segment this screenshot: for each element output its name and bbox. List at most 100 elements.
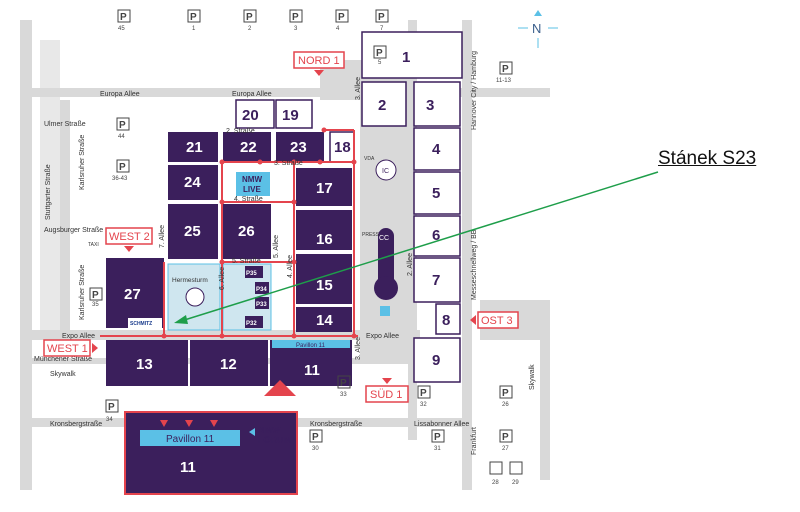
hall-label-27: 27 (124, 286, 141, 303)
street-allee5: 5. Allee (273, 235, 280, 258)
hall-label-7: 7 (432, 272, 440, 289)
parking-icon: P33 (337, 375, 351, 398)
street-4: 4. Straße (234, 196, 263, 203)
hall-label-1: 1 (402, 49, 410, 66)
svg-text:P: P (119, 120, 126, 131)
hall-label-6: 6 (432, 227, 440, 244)
svg-text:WEST 1: WEST 1 (47, 343, 88, 355)
svg-text:28: 28 (492, 480, 499, 486)
svg-text:32: 32 (420, 402, 427, 408)
street-3: 3. Straße (274, 160, 303, 167)
parking-icon: P11-13 (496, 61, 513, 84)
parking-icon: P 34 (105, 399, 119, 423)
svg-text:P: P (92, 290, 99, 301)
street-karlsruher-top: Karlsruher Straße (79, 135, 86, 190)
svg-text:P: P (378, 12, 385, 23)
street-5: 5. Straße (232, 258, 261, 265)
compass: N (518, 10, 558, 48)
hall-label-25: 25 (184, 223, 201, 240)
press-label: PRESS (362, 232, 380, 238)
entrance-sued1[interactable]: SÜD 1 (365, 378, 409, 403)
svg-text:34: 34 (106, 417, 113, 423)
svg-text:P: P (108, 402, 115, 413)
parking-icon: P31 (431, 429, 445, 452)
entrance-ost3[interactable]: OST 3 (470, 311, 519, 329)
svg-text:P: P (340, 378, 347, 389)
street-expo-e: Expo Allee (366, 333, 399, 340)
forum-pavillon-label: Pavillon 11 (166, 434, 215, 445)
street-frankfurt: Frankfurt (471, 427, 478, 455)
svg-text:P: P (420, 388, 427, 399)
parking-icon: P27 (499, 429, 513, 452)
street-ulmer: Ulmer Straße (44, 121, 86, 128)
schmitz-logo: SCHMITZ (130, 321, 152, 327)
hall-label-9: 9 (432, 352, 440, 369)
cc-label: CC (379, 235, 389, 242)
hall-label-22: 22 (240, 139, 257, 156)
svg-text:7: 7 (380, 26, 384, 32)
entrance-west2[interactable]: WEST 2 (105, 227, 153, 252)
nmw-live-label-2: LIVE (243, 185, 261, 194)
svg-text:P: P (338, 12, 345, 23)
entrance-nord[interactable]: NORD 1 (293, 51, 345, 76)
parking-icon: 28 (489, 461, 503, 486)
exhibition-halls (106, 132, 352, 495)
svg-text:3: 3 (294, 26, 298, 32)
hall-label-15: 15 (316, 277, 333, 294)
svg-text:WEST 2: WEST 2 (109, 231, 150, 243)
street-skywalk-w: Skywalk (50, 371, 76, 378)
street-kronsberg-e: Kronsbergstraße (310, 421, 362, 428)
parking-icon: P2 (243, 9, 257, 32)
street-expo-w: Expo Allee (62, 333, 95, 340)
parking-icon: P1 (187, 9, 201, 32)
svg-text:26: 26 (502, 402, 509, 408)
svg-text:31: 31 (434, 446, 441, 452)
parking-icon: P3 (289, 9, 303, 32)
nmw-live-label-1: NMW (242, 175, 262, 184)
street-allee4: 4. Allee (287, 255, 294, 278)
parking-icon: P5 (373, 45, 387, 66)
svg-text:35: 35 (92, 302, 99, 308)
svg-text:P: P (376, 48, 383, 59)
taxi-label: TAXI (88, 242, 99, 248)
entrance-west1[interactable]: WEST 1 (43, 339, 98, 357)
street-karlsruher-bottom: Karlsruher Straße (79, 265, 86, 320)
parking-icon: P30 (309, 429, 323, 452)
street-stuttgarter: Stuttgarter Straße (45, 164, 52, 220)
parking-icon: P36-43 (112, 159, 130, 182)
white-halls (235, 31, 463, 383)
hall-label-18: 18 (334, 139, 351, 156)
street-allee2: 2. Allee (407, 253, 414, 276)
hall-label-5: 5 (432, 185, 440, 202)
parking-icon: P4 (335, 9, 349, 32)
hall-label-16: 16 (316, 231, 333, 248)
street-lissabonner: Lissabonner Allee (414, 421, 469, 428)
p35-label: P35 (246, 271, 257, 277)
svg-text:P: P (502, 388, 509, 399)
hall-label-8: 8 (442, 312, 450, 329)
street-europa-w: Europa Allee (100, 91, 140, 98)
street-muenchener: Münchener Straße (34, 356, 92, 363)
street-skywalk-e: Skywalk (529, 364, 536, 390)
street-hannover-city: Hannover City / Hamburg (471, 51, 478, 130)
p34-label: P34 (256, 287, 267, 293)
svg-text:OST 3: OST 3 (481, 315, 513, 327)
parking-icon: P 32 (417, 385, 431, 408)
svg-text:SÜD 1: SÜD 1 (370, 389, 402, 401)
pavillon-label: Pavillon 11 (296, 343, 326, 349)
hall-label-14: 14 (316, 312, 333, 329)
hermesturm-label: Hermesturm (172, 277, 208, 284)
route-dots (161, 127, 357, 339)
svg-text:29: 29 (512, 480, 519, 486)
stand-callout-label: Stánek S23 (658, 148, 757, 169)
svg-text:P: P (502, 432, 509, 443)
parking-icon: P 26 (499, 385, 513, 408)
hall-label-11: 11 (304, 362, 320, 379)
street-2: 2. Straße (226, 128, 255, 135)
stand-pointer (174, 171, 659, 324)
hall-label-20: 20 (242, 107, 259, 124)
hall-label-23: 23 (290, 139, 307, 156)
svg-text:NORD 1: NORD 1 (298, 55, 340, 67)
svg-text:P: P (292, 12, 299, 23)
forum-label-2: FORUM (258, 435, 291, 445)
